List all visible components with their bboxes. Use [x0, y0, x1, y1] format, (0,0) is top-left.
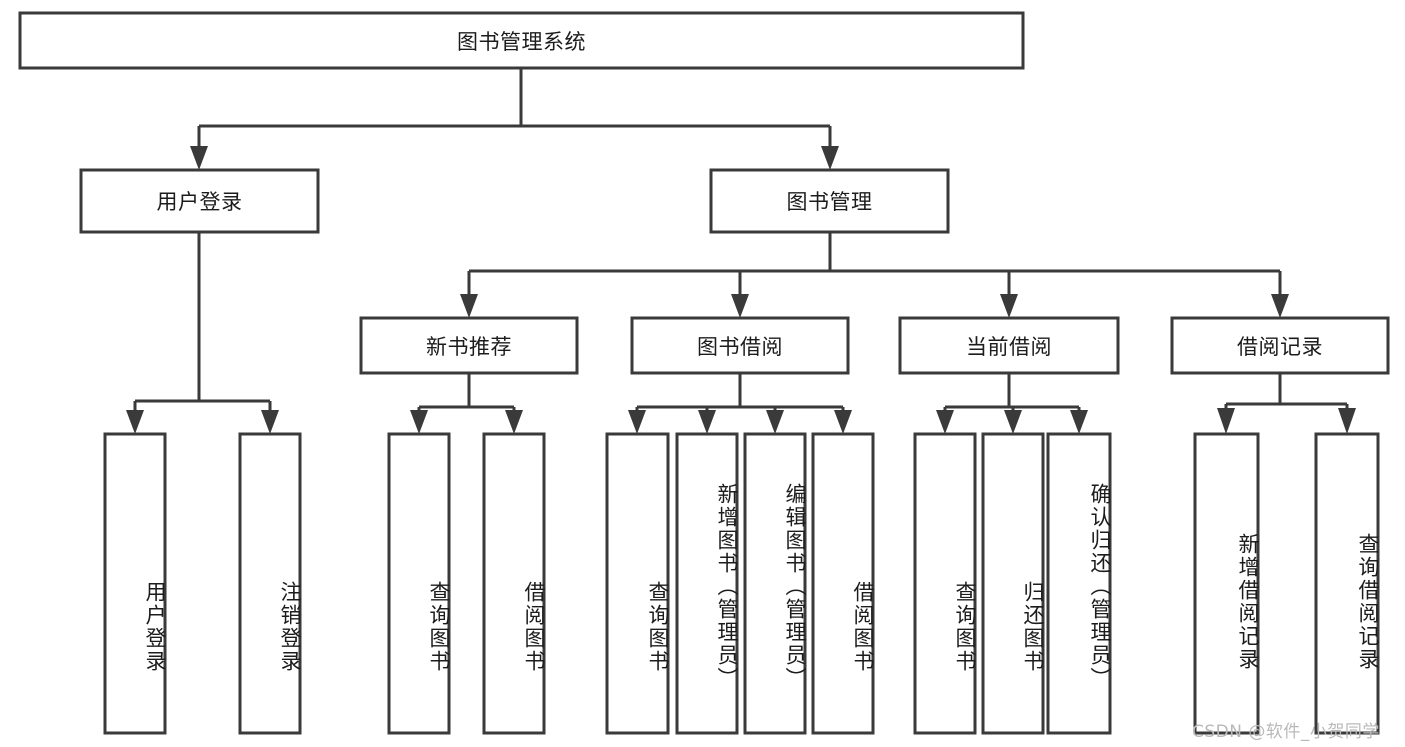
arrow-head-icon [1338, 408, 1356, 434]
node-box-user-login[interactable] [79, 168, 320, 234]
arrow-head-icon [834, 410, 852, 434]
node-box-leaf-borrow-book[interactable] [811, 432, 875, 735]
node-box-leaf-confirm-return-admin[interactable] [1046, 432, 1112, 735]
arrow-head-icon [1004, 410, 1022, 434]
node-box-leaf-user-logout[interactable] [238, 432, 302, 735]
arrow-head-icon [731, 294, 749, 318]
arrow-head-icon [410, 410, 428, 434]
arrow-head-icon [460, 294, 478, 318]
node-box-book-borrow[interactable] [630, 316, 850, 375]
node-box-leaf-borrow-book-rec[interactable] [482, 432, 546, 735]
node-box-current-borrow[interactable] [898, 316, 1120, 375]
node-box-leaf-edit-book-admin[interactable] [743, 432, 807, 735]
arrow-head-icon [698, 410, 716, 434]
arrow-head-icon [766, 410, 784, 434]
node-box-root[interactable] [18, 11, 1025, 70]
connector-book-management-to-level3 [460, 232, 1289, 318]
node-box-leaf-query-book-rec[interactable] [387, 432, 451, 735]
watermark-text: CSDN @软件_小贺同学 [1192, 722, 1380, 742]
node-box-borrow-record[interactable] [1170, 316, 1390, 375]
node-box-leaf-user-login[interactable] [103, 432, 167, 735]
arrow-head-icon [261, 410, 279, 434]
connector-user-login-to-leaves [126, 232, 279, 434]
arrow-head-icon [1217, 408, 1235, 434]
connector-current-borrow-to-leaves [936, 373, 1088, 434]
node-box-leaf-add-borrow-record[interactable] [1193, 432, 1260, 735]
node-box-leaf-query-borrow-record[interactable] [1314, 432, 1380, 735]
arrow-head-icon [190, 146, 208, 170]
arrow-head-icon [1271, 294, 1289, 318]
arrow-head-icon [1070, 410, 1088, 434]
connector-borrow-record-to-leaves [1217, 373, 1356, 434]
connector-root-to-level2 [190, 68, 839, 170]
arrow-head-icon [936, 410, 954, 434]
node-box-leaf-query-book-cur[interactable] [913, 432, 977, 735]
arrow-head-icon [821, 146, 839, 170]
arrow-head-icon [505, 410, 523, 434]
node-box-leaf-query-book-borrow[interactable] [605, 432, 670, 735]
connector-new-book-recommend-to-leaves [410, 373, 523, 434]
node-box-new-book-recommend[interactable] [359, 316, 579, 375]
connector-book-borrow-to-leaves [628, 373, 852, 434]
arrow-head-icon [628, 410, 646, 434]
node-box-book-management[interactable] [709, 168, 950, 234]
arrow-head-icon [126, 410, 144, 434]
node-box-leaf-add-book-admin[interactable] [675, 432, 739, 735]
node-box-leaf-return-book[interactable] [981, 432, 1045, 735]
arrow-head-icon [1000, 294, 1018, 318]
